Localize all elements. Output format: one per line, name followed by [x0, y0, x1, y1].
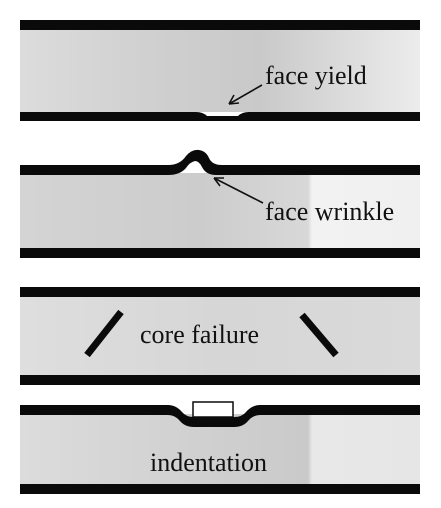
panel-core-failure: core failure [20, 287, 420, 385]
shear-crack-left [84, 309, 124, 358]
core [20, 29, 420, 112]
core [20, 296, 420, 376]
bottom-face-sheet [20, 484, 420, 494]
label-core-failure: core failure [140, 320, 259, 349]
bottom-face-sheet [20, 375, 420, 385]
bottom-face-sheet-yielded [20, 112, 420, 121]
top-face-sheet-wrinkled [20, 149, 420, 175]
arrowhead-icon [228, 94, 240, 105]
label-face-wrinkle: face wrinkle [265, 197, 394, 226]
top-face-sheet-indented [20, 405, 420, 427]
panel-face-wrinkle: face wrinkle [20, 149, 420, 258]
arrowhead-icon [213, 177, 224, 187]
panel-face-yield: face yield [20, 20, 420, 121]
shear-crack-right [299, 312, 339, 358]
label-indentation: indentation [150, 448, 267, 477]
top-face-sheet [20, 20, 420, 30]
arrow-icon [213, 177, 264, 204]
arrow-icon [228, 84, 263, 105]
top-face-sheet [20, 287, 420, 297]
indenter [192, 401, 234, 418]
bottom-face-sheet [20, 248, 420, 258]
panel-indentation: indentation [20, 401, 420, 494]
label-face-yield: face yield [265, 61, 367, 90]
